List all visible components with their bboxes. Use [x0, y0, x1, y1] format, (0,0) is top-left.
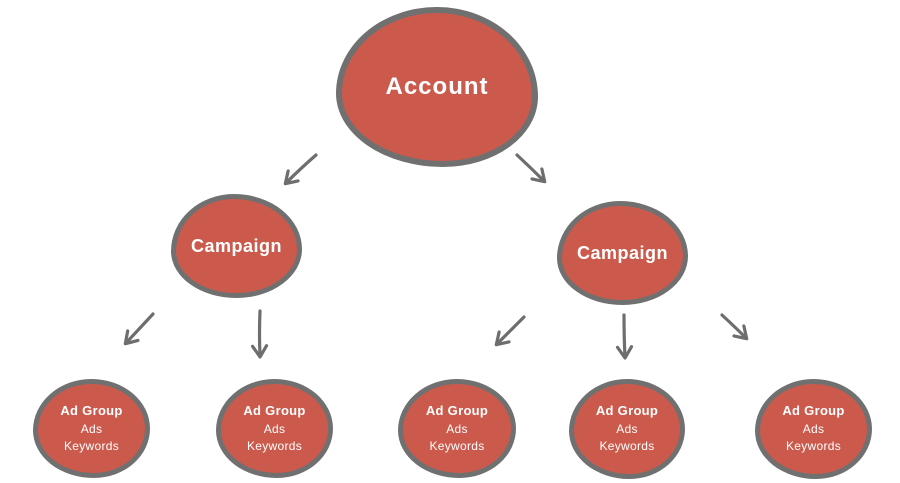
node-ad-group-5-line-ads: Ads [802, 422, 825, 437]
node-ad-group-3-line-keywords: Keywords [429, 438, 485, 453]
node-campaign-2-label: Campaign [576, 242, 668, 263]
node-ad-group-4: Ad Group Ads Keywords [569, 379, 685, 479]
arrow-campaign1-to-adgroup1 [123, 312, 155, 346]
node-ad-group-3: Ad Group Ads Keywords [398, 379, 516, 478]
node-ad-group-5: Ad Group Ads Keywords [755, 379, 872, 479]
node-ad-group-2-line-ads: Ads [263, 421, 286, 436]
node-ad-group-5-title: Ad Group [782, 403, 845, 419]
node-account: Account [336, 7, 538, 167]
arrow-campaign2-to-adgroup3 [494, 315, 526, 347]
arrow-campaign1-to-adgroup2 [250, 309, 269, 359]
node-ad-group-4-title: Ad Group [595, 403, 659, 419]
node-ad-group-2-line-keywords: Keywords [246, 438, 303, 453]
node-ad-group-2-title: Ad Group [243, 402, 306, 418]
node-ad-group-1-line-keywords: Keywords [63, 438, 120, 453]
node-ad-group-4-line-ads: Ads [616, 422, 638, 437]
node-campaign-1: Campaign [171, 194, 302, 298]
arrow-account-to-campaign-left [283, 153, 318, 186]
node-ad-group-4-line-keywords: Keywords [599, 439, 655, 453]
node-ad-group-1-title: Ad Group [60, 402, 123, 418]
node-ad-group-3-line-ads: Ads [446, 421, 468, 436]
arrow-campaign2-to-adgroup5 [720, 313, 749, 341]
node-ad-group-5-line-keywords: Keywords [785, 439, 842, 453]
node-ad-group-3-title: Ad Group [425, 402, 489, 418]
arrow-campaign2-to-adgroup4 [615, 313, 634, 360]
node-ad-group-2: Ad Group Ads Keywords [216, 379, 333, 478]
node-account-label: Account [385, 73, 489, 100]
arrow-account-to-campaign-right [515, 153, 547, 184]
node-ad-group-1-line-ads: Ads [80, 421, 103, 436]
node-campaign-1-label: Campaign [190, 235, 282, 256]
node-campaign-2: Campaign [557, 201, 688, 305]
node-ad-group-1: Ad Group Ads Keywords [33, 379, 150, 478]
